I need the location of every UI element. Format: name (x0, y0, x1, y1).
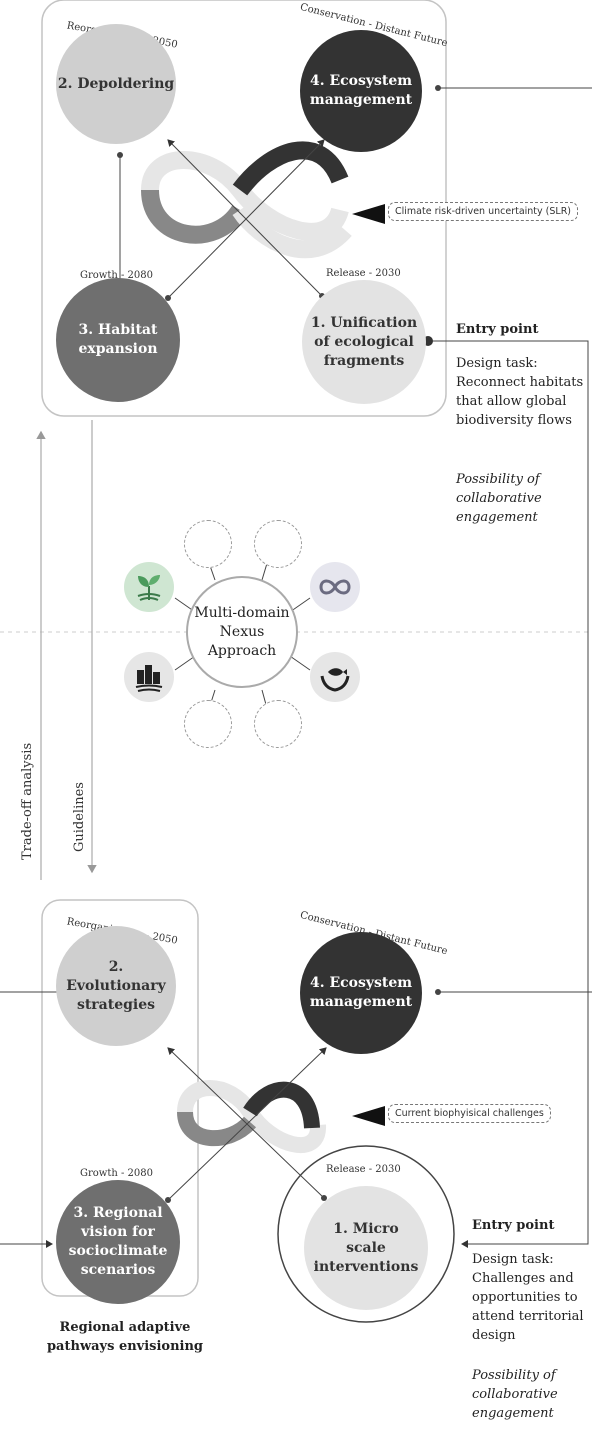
bottom-circle-evolutionary-text: 2. Evolutionary strategies (66, 958, 166, 1013)
nexus-placeholder-4 (254, 700, 302, 748)
top-design-task: Design task: Reconnect habitats that all… (456, 356, 584, 428)
infinity-icon (310, 562, 360, 612)
bottom-circle-micro-text: 1. Micro scale interventions (313, 1220, 419, 1275)
buildings-icon (124, 652, 174, 702)
bottom-growth-label: Growth - 2080 (80, 1168, 153, 1179)
bottom-circle-regional-vision[interactable]: 3. Regional vision for socioclimate scen… (56, 1180, 180, 1304)
top-circle-ecosystem-text: 4. Ecosystem management (309, 73, 413, 108)
sprout-icon (124, 562, 174, 612)
top-circle-unification-text: 1. Unification of ecological fragments (310, 314, 418, 369)
bottom-design-task: Design task: Challenges and opportunitie… (472, 1252, 584, 1343)
bottom-circle-ecosystem-text: 4. Ecosystem management (309, 975, 413, 1010)
top-entry-point: Entry point (456, 322, 539, 337)
top-circle-ecosystem-management[interactable]: 4. Ecosystem management (300, 30, 422, 152)
top-infinity-loop (141, 141, 352, 259)
top-uncertainty-tag: Climate risk-driven uncertainty (SLR) (388, 202, 579, 221)
top-circle-unification[interactable]: 1. Unification of ecological fragments (302, 280, 426, 404)
nexus-approach: Multi-domain Nexus Approach (186, 576, 298, 688)
bottom-entry-point: Entry point (472, 1218, 555, 1233)
top-circle-depoldering[interactable]: 2. Depoldering (56, 24, 176, 144)
bottom-infinity-loop (177, 1080, 326, 1153)
top-circle-habitat-expansion[interactable]: 3. Habitat expansion (56, 278, 180, 402)
top-circle-habitat-text: 3. Habitat expansion (78, 322, 158, 357)
nexus-text: Multi-domain Nexus Approach (194, 604, 290, 659)
top-collab: Possibility of collaborative engagement (456, 472, 542, 525)
nexus-placeholder-3 (184, 700, 232, 748)
nexus-placeholder-2 (254, 520, 302, 568)
bottom-collab: Possibility of collaborative engagement (472, 1368, 558, 1421)
trade-off-label: Trade-off analysis (20, 742, 35, 860)
bottom-challenges-tag: Current biophyisical challenges (388, 1104, 551, 1123)
bottom-circle-evolutionary[interactable]: 2. Evolutionary strategies (56, 926, 176, 1046)
bottom-circle-micro-scale[interactable]: 1. Micro scale interventions (304, 1186, 428, 1310)
fish-hands-icon (310, 652, 360, 702)
bottom-circle-ecosystem-management[interactable]: 4. Ecosystem management (300, 932, 422, 1054)
top-release-label: Release - 2030 (326, 268, 401, 279)
top-growth-label: Growth - 2080 (80, 270, 153, 281)
top-circle-depoldering-text: 2. Depoldering (57, 75, 175, 92)
guidelines-label: Guidelines (72, 782, 87, 852)
bottom-release-label: Release - 2030 (326, 1164, 401, 1175)
bottom-caption: Regional adaptive pathways envisioning (46, 1320, 204, 1354)
bottom-circle-regional-text: 3. Regional vision for socioclimate scen… (68, 1205, 168, 1278)
release-ring (277, 1145, 455, 1323)
nexus-placeholder-1 (184, 520, 232, 568)
